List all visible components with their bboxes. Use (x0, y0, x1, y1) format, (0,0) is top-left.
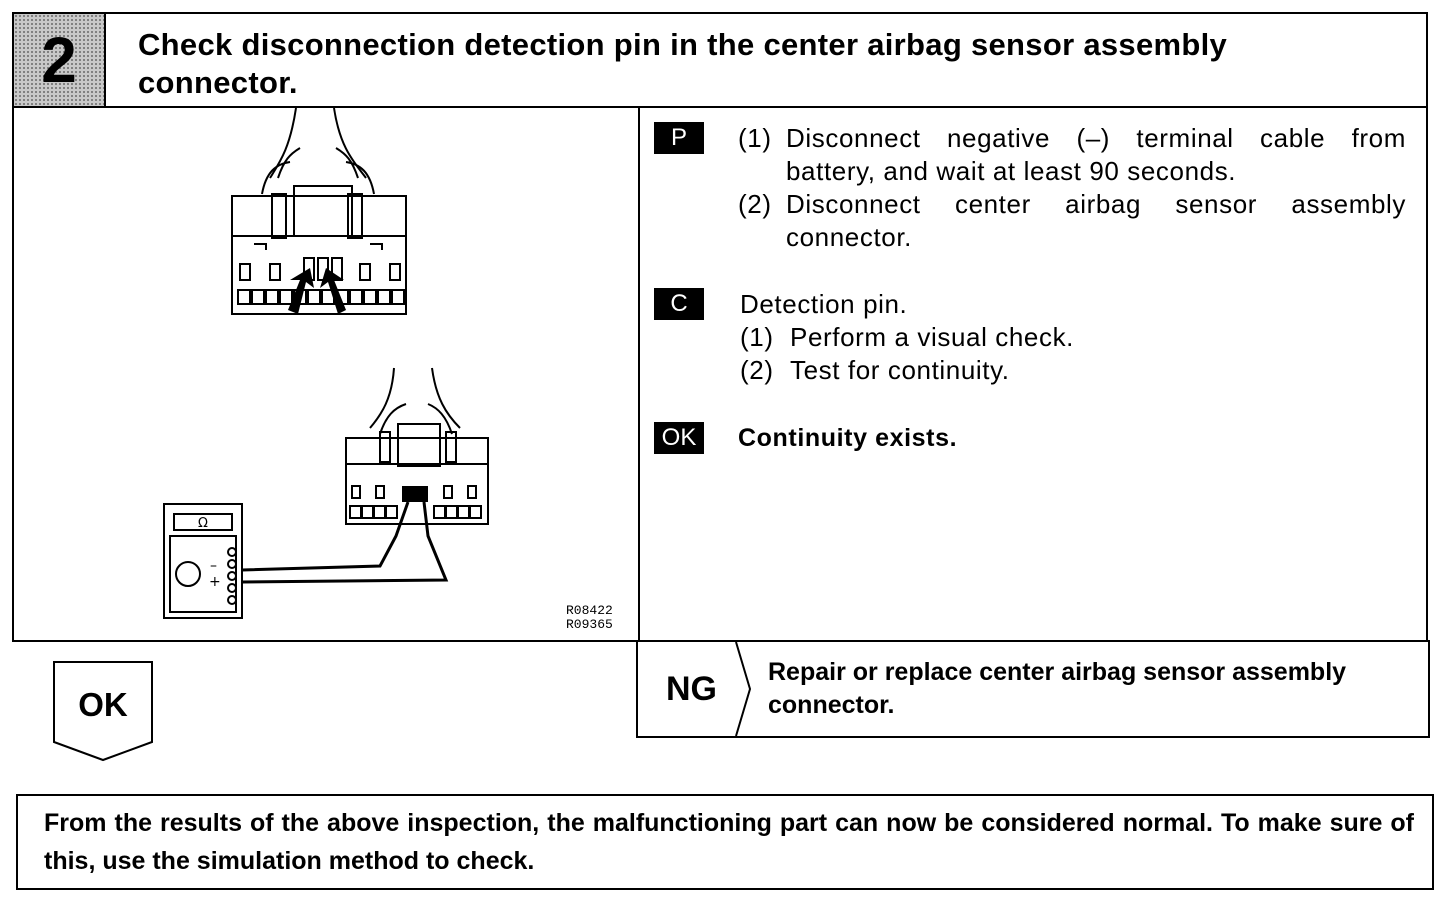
harness-wire (269, 108, 297, 179)
step-title: Check disconnection detection pin in the… (138, 27, 1228, 100)
test-lead (241, 501, 410, 572)
ok-tag: OK (654, 422, 704, 454)
connector-illustration: Ω – + (163, 108, 489, 619)
ng-chevron (735, 642, 752, 736)
ok-flow-arrow (53, 661, 153, 762)
arrow-icon (288, 268, 314, 314)
check-tag: C (654, 288, 704, 320)
detection-pin (402, 486, 428, 502)
test-lead (241, 501, 449, 584)
ng-label: NG (666, 670, 717, 708)
check-item: Perform a visual check. (790, 322, 1075, 352)
step-index: (1) (740, 322, 774, 352)
step-number: 2 (14, 14, 106, 106)
ohmmeter (163, 503, 243, 619)
column-divider (638, 108, 640, 640)
ohm-symbol: Ω (198, 516, 208, 531)
prepare-item: Disconnect negative (–) terminal cable f… (786, 123, 1406, 186)
prepare-item: Disconnect center airbag sensor assembly… (786, 189, 1406, 252)
meter-plus: + (209, 574, 221, 590)
conclusion-box: From the results of the above inspection… (16, 794, 1434, 890)
main-panel: Ω – + R08422 R09365 P (1) Disconnect neg… (12, 106, 1428, 642)
meter-minus: – (210, 558, 217, 574)
conclusion-text: From the results of the above inspection… (44, 809, 1414, 875)
figure-code: R09365 (566, 617, 613, 632)
step-header: 2 Check disconnection detection pin in t… (12, 12, 1428, 108)
connector-lower (345, 437, 489, 525)
ng-action: Repair or replace center airbag sensor a… (768, 658, 1347, 719)
prepare-tag: P (654, 122, 704, 154)
ok-flow-label: OK (78, 686, 128, 723)
check-heading: Detection pin. (740, 289, 908, 319)
step-index: (2) (738, 189, 772, 219)
figure-codes: R08422 R09365 (566, 604, 613, 632)
figure-code: R08422 (566, 603, 613, 618)
arrow-icon (320, 268, 346, 314)
step-index: (2) (740, 355, 774, 385)
check-item: Test for continuity. (790, 355, 1010, 385)
harness-wire (333, 108, 367, 179)
ng-box: NG Repair or replace center airbag senso… (636, 640, 1430, 738)
connector-upper (231, 195, 407, 315)
ok-result: Continuity exists. (738, 424, 958, 452)
step-index: (1) (738, 123, 772, 153)
